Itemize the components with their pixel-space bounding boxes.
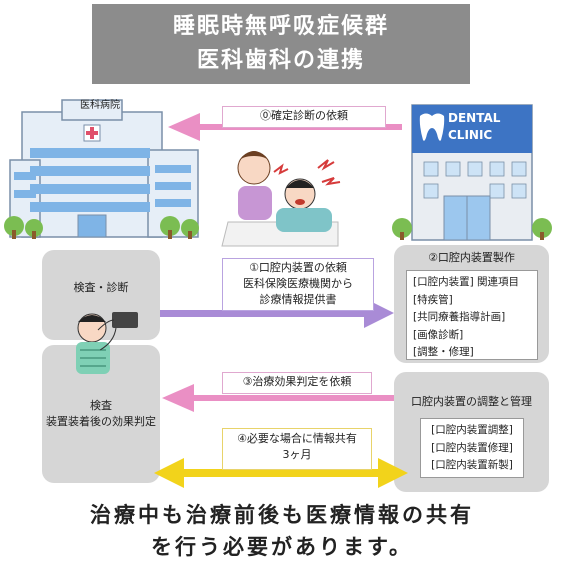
make-title: ②口腔内装置製作 [428, 251, 515, 264]
make-item: [調整・修理] [413, 346, 474, 358]
step-1-line-3: 診療情報提供書 [259, 293, 337, 306]
eval-line-1: 検査 [90, 399, 112, 412]
make-item: [特疾管] [413, 293, 453, 306]
hospital-illustration [4, 99, 199, 239]
footer-line-2: を行う必要があります。 [151, 535, 413, 559]
arrow-3-evaluation-request [162, 384, 394, 412]
eval-label: 検査 装置装着後の効果判定 [42, 398, 160, 430]
hospital-label: 医科病院 [80, 100, 120, 111]
dental-clinic-illustration [392, 104, 552, 241]
adjust-item: [口腔内装置調整] [431, 424, 513, 436]
snoring-couple-illustration [221, 151, 341, 247]
exam-label: 検査・診断 [73, 281, 129, 294]
step-4-line-1: ④必要な場合に情報共有 [237, 432, 357, 445]
arrow-4-info-sharing [154, 458, 408, 488]
step-1-line-1: ①口腔内装置の依頼 [249, 261, 347, 274]
adjust-item: [口腔内装置新製] [431, 459, 513, 471]
adjust-item-list: [口腔内装置調整] [口腔内装置修理] [口腔内装置新製] [420, 418, 524, 478]
step-1-label: ①口腔内装置の依頼 医科保険医療機関から 診療情報提供書 [222, 258, 374, 311]
make-item: [口腔内装置] 関連項目 [413, 276, 520, 288]
make-item: [画像診断] [413, 328, 464, 341]
adjust-item: [口腔内装置修理] [431, 441, 513, 454]
make-item-list: [口腔内装置] 関連項目 [特疾管] [共同療養指導計画] [画像診断] [調整… [406, 270, 538, 360]
step-1-line-2: 医科保険医療機関から [243, 277, 353, 290]
clinic-sign: DENTAL CLINIC [448, 110, 530, 144]
footer-line-1: 治療中も治療前後も医療情報の共有 [90, 503, 474, 527]
make-item: [共同療養指導計画] [413, 311, 506, 323]
step-0-label: ⓪確定診断の依頼 [222, 106, 386, 128]
step-4-label: ④必要な場合に情報共有 3ヶ月 [222, 428, 372, 470]
diagram-title: 睡眠時無呼吸症候群 医科歯科の連携 [92, 4, 470, 84]
title-line-2: 医科歯科の連携 [196, 48, 365, 73]
title-line-1: 睡眠時無呼吸症候群 [172, 14, 389, 39]
clinic-sign-line-1: DENTAL [448, 111, 501, 125]
step-4-line-2: 3ヶ月 [282, 448, 312, 461]
eval-line-2: 装置装着後の効果判定 [46, 415, 156, 428]
adjust-title: 口腔内装置の調整と管理 [411, 395, 532, 408]
clinic-sign-line-2: CLINIC [448, 128, 493, 142]
sleep-test-patient-illustration [76, 312, 138, 374]
step-3-label: ③治療効果判定を依頼 [222, 372, 372, 394]
